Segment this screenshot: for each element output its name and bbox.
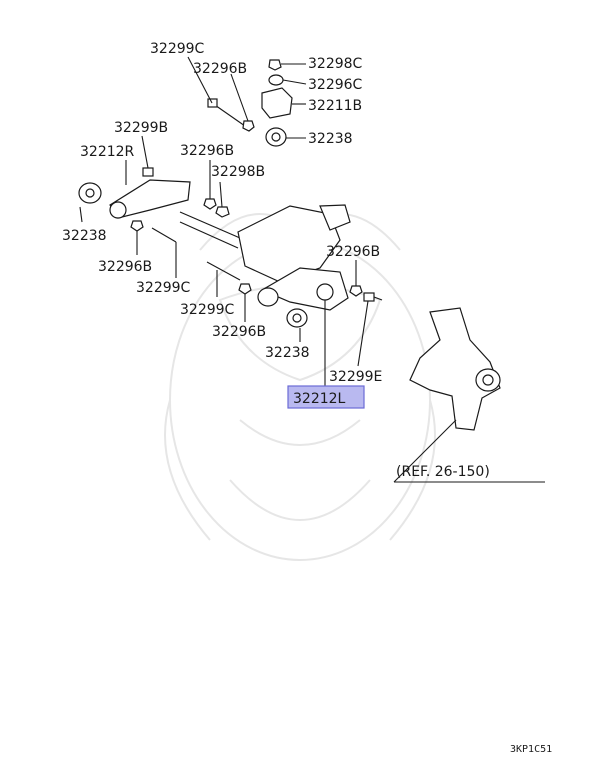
label-32299b: 32299B (114, 120, 168, 136)
label-32238-left: 32238 (62, 228, 107, 244)
label-32296b-left: 32296B (98, 259, 152, 275)
label-diagram-code: 3KP1C51 (510, 744, 552, 755)
arm-32212l (257, 267, 349, 311)
bolt-32299e (363, 292, 383, 302)
nut-32298c (268, 59, 282, 71)
label-32296b-top: 32296B (193, 61, 247, 77)
washer-32296c (268, 74, 284, 86)
label-32296c: 32296C (308, 77, 363, 93)
label-32296b-right: 32296B (326, 244, 380, 260)
nut-32296b-left (130, 220, 144, 232)
differential-housing (179, 204, 351, 283)
nut-32296b-right (349, 285, 363, 297)
arm-32212r (109, 179, 191, 219)
leader-lines (79, 56, 545, 483)
bracket-32211b (261, 87, 293, 119)
bolt-32299c-left (151, 227, 177, 243)
label-32238-low: 32238 (265, 345, 310, 361)
nut-32298b (215, 206, 230, 218)
label-32299c-mid: 32299C (180, 302, 235, 318)
label-32211b: 32211B (308, 98, 362, 114)
bushing-32238-low (286, 308, 308, 328)
label-32296b-mid: 32296B (180, 143, 234, 159)
label-32212l: 32212L (293, 391, 346, 407)
nut-32296b-mid (203, 198, 217, 210)
highlight-32212l (287, 385, 365, 409)
label-32296b-low: 32296B (212, 324, 266, 340)
label-32299c-left: 32299C (136, 280, 191, 296)
bushing-32238-left (78, 182, 102, 204)
labels: 32299C 32296B 32298C 32296C 32211B 32238… (62, 41, 552, 755)
bushing-32238-top (265, 127, 287, 147)
nut-32296b-top (242, 120, 255, 132)
label-ref: (REF. 26-150) (396, 464, 490, 480)
bolt-32299c-top (207, 98, 246, 127)
label-32212r: 32212R (80, 144, 135, 160)
knuckle-ref (409, 307, 501, 431)
label-32298c: 32298C (308, 56, 363, 72)
label-32298b: 32298B (211, 164, 265, 180)
nut-32296b-low (238, 283, 252, 295)
label-32299e: 32299E (329, 369, 382, 385)
bolt-32299b (142, 167, 154, 177)
label-32238-top: 32238 (308, 131, 353, 147)
label-32299c-top: 32299C (150, 41, 205, 57)
bolt-32299c-mid (206, 261, 241, 281)
